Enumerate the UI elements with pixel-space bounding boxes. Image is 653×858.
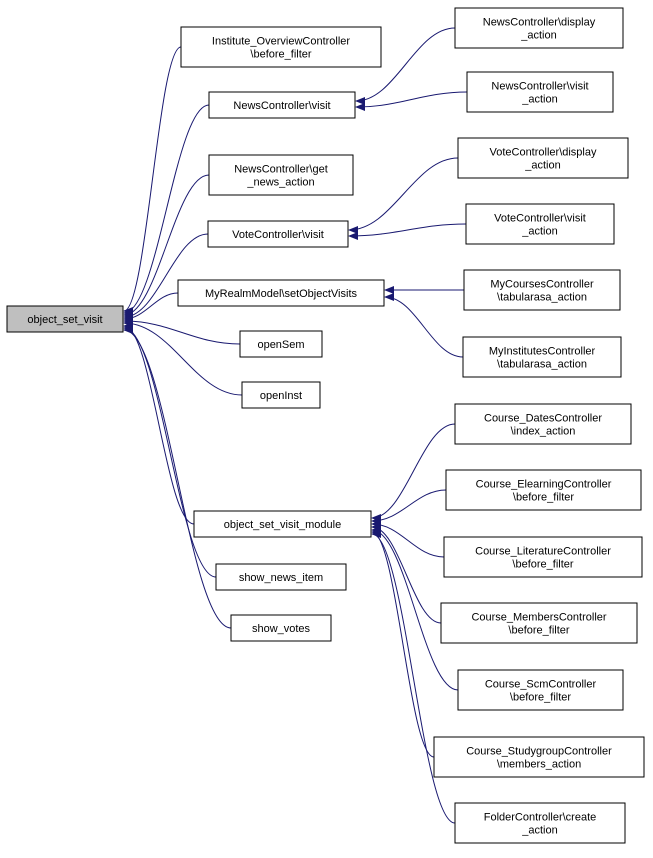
edge-opensem-to-object_set_visit — [123, 317, 241, 345]
edge-course_members_before_filter-to-object_set_visit_module — [371, 523, 442, 624]
node-label: \tabularasa_action — [497, 359, 587, 371]
node-object_set_visit: object_set_visit — [6, 305, 124, 333]
node-show_news_item[interactable]: show_news_item — [215, 563, 347, 591]
edge-newscontroller_visit_action-to-newscontroller_visit — [355, 91, 468, 111]
node-label: Course_MembersController — [471, 612, 606, 624]
node-label: _action — [524, 160, 560, 172]
node-label: VoteController\visit — [232, 229, 324, 241]
node-label: NewsController\visit — [491, 81, 588, 93]
node-label: object_set_visit_module — [224, 519, 341, 531]
edge-myinstitutes_tabularasa_action-to-myrealmmodel_setobjectvisits — [384, 293, 464, 358]
node-label: Institute_OverviewController — [212, 36, 351, 48]
node-label: FolderController\create — [484, 812, 597, 824]
edge-foldercontroller_create_action-to-object_set_visit_module — [371, 530, 456, 824]
node-label: VoteController\display — [489, 147, 597, 159]
node-label: _news_action — [246, 177, 314, 189]
node-label: _action — [520, 30, 556, 42]
node-label: show_votes — [252, 623, 311, 635]
node-foldercontroller_create_action[interactable]: FolderController\create_action — [454, 802, 626, 844]
node-myinstitutes_tabularasa_action[interactable]: MyInstitutesController\tabularasa_action — [462, 336, 622, 378]
node-label: MyCoursesController — [490, 279, 594, 291]
edge-show_news_item-to-object_set_visit — [123, 324, 217, 578]
node-label: _action — [521, 825, 557, 837]
node-institute_overview_before_filter[interactable]: Institute_OverviewController\before_filt… — [180, 26, 382, 68]
node-label: NewsController\visit — [233, 100, 330, 112]
node-newscontroller_visit[interactable]: NewsController\visit — [208, 91, 356, 119]
node-course_members_before_filter[interactable]: Course_MembersController\before_filter — [440, 602, 638, 644]
edge-course_scm_before_filter-to-object_set_visit_module — [371, 526, 459, 691]
node-newscontroller_display_action[interactable]: NewsController\display_action — [454, 7, 624, 49]
node-object_set_visit_module[interactable]: object_set_visit_module — [193, 510, 372, 538]
node-label: Course_DatesController — [484, 413, 602, 425]
node-votecontroller_visit_action[interactable]: VoteController\visit_action — [465, 203, 615, 245]
node-label: MyInstitutesController — [489, 346, 596, 358]
node-course_elearning_before_filter[interactable]: Course_ElearningController\before_filter — [445, 469, 642, 511]
edge-object_set_visit_module-to-object_set_visit — [123, 322, 195, 525]
edge-newscontroller_display_action-to-newscontroller_visit — [355, 27, 456, 105]
node-course_dates_index_action[interactable]: Course_DatesController\index_action — [454, 403, 632, 445]
node-course_scm_before_filter[interactable]: Course_ScmController\before_filter — [457, 669, 624, 711]
edge-votecontroller_visit_action-to-votecontroller_visit — [348, 223, 467, 240]
edge-course_elearning_before_filter-to-object_set_visit_module — [371, 489, 447, 525]
node-label: NewsController\display — [483, 17, 596, 29]
node-label: \before_filter — [513, 492, 574, 504]
node-label: \before_filter — [508, 625, 569, 637]
node-course_literature_before_filter[interactable]: Course_LiteratureController\before_filte… — [443, 536, 643, 578]
node-label: \tabularasa_action — [497, 292, 587, 304]
node-label: \before_filter — [250, 49, 311, 61]
edge-votecontroller_display_action-to-votecontroller_visit — [348, 157, 459, 234]
edge-show_votes-to-object_set_visit — [123, 326, 232, 629]
node-label: _action — [521, 226, 557, 238]
node-newscontroller_visit_action[interactable]: NewsController\visit_action — [466, 71, 614, 113]
edge-newscontroller_get_news_action-to-object_set_visit — [123, 174, 210, 319]
edge-openinst-to-object_set_visit — [123, 319, 243, 396]
node-label: \before_filter — [510, 692, 571, 704]
node-votecontroller_display_action[interactable]: VoteController\display_action — [457, 137, 629, 179]
edge-course_studygroup_members_action-to-object_set_visit_module — [371, 528, 435, 758]
edge-course_literature_before_filter-to-object_set_visit_module — [371, 520, 445, 558]
edge-institute_overview_before_filter-to-object_set_visit — [123, 46, 182, 315]
node-openinst[interactable]: openInst — [241, 381, 321, 409]
node-course_studygroup_members_action[interactable]: Course_StudygroupController\members_acti… — [433, 736, 645, 778]
edge-votecontroller_visit-to-object_set_visit — [123, 233, 209, 321]
node-label: openInst — [260, 390, 302, 402]
node-label: NewsController\get — [234, 164, 328, 176]
node-label: show_news_item — [239, 572, 323, 584]
node-label: VoteController\visit — [494, 213, 586, 225]
node-label: \members_action — [497, 759, 581, 771]
node-label: _action — [521, 94, 557, 106]
node-label: MyRealmModel\setObjectVisits — [205, 288, 358, 300]
edge-course_dates_index_action-to-object_set_visit_module — [371, 423, 456, 522]
node-label: openSem — [257, 339, 304, 351]
node-label: Course_ScmController — [485, 679, 597, 691]
node-mycourses_tabularasa_action[interactable]: MyCoursesController\tabularasa_action — [463, 269, 621, 311]
node-label: \before_filter — [512, 559, 573, 571]
node-label: \index_action — [511, 426, 576, 438]
node-newscontroller_get_news_action[interactable]: NewsController\get_news_action — [208, 154, 354, 196]
node-label: Course_StudygroupController — [466, 746, 612, 758]
node-label: object_set_visit — [27, 314, 102, 326]
node-opensem[interactable]: openSem — [239, 330, 323, 358]
node-votecontroller_visit[interactable]: VoteController\visit — [207, 220, 349, 248]
node-show_votes[interactable]: show_votes — [230, 614, 332, 642]
node-label: Course_ElearningController — [476, 479, 612, 491]
node-label: Course_LiteratureController — [475, 546, 611, 558]
edge-newscontroller_visit-to-object_set_visit — [123, 104, 210, 317]
node-myrealmmodel_setobjectvisits[interactable]: MyRealmModel\setObjectVisits — [177, 279, 385, 307]
